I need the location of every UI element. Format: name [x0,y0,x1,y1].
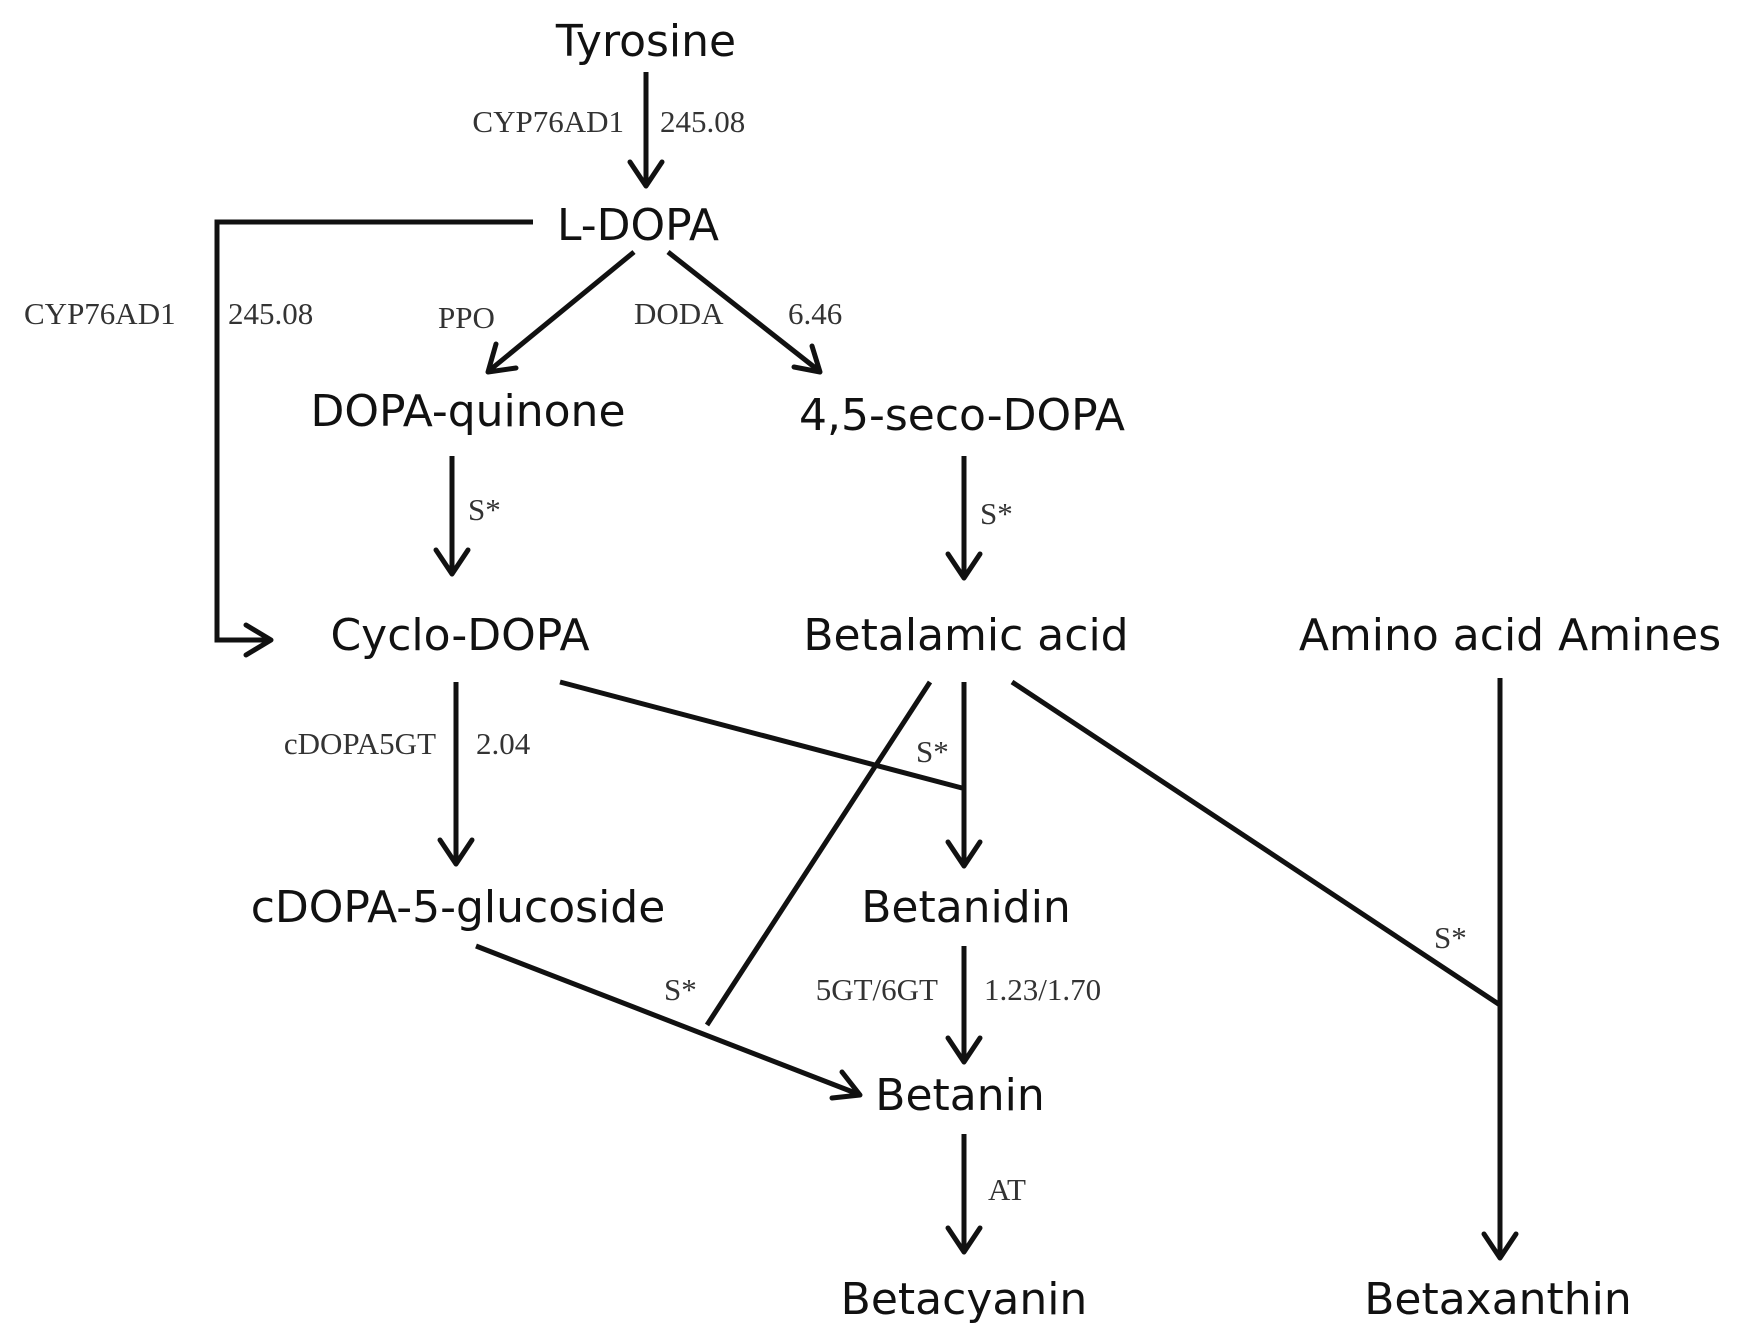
label-gt: 5GT/6GT [816,972,938,1007]
arrowhead-betacyanin [945,1225,983,1255]
arrowhead-betanin-left [829,1069,863,1101]
node-cyclodopa: Cyclo-DOPA [330,610,589,661]
node-secodopa: 4,5-seco-DOPA [799,390,1125,441]
label-at: AT [988,1172,1026,1207]
edge-cdopa5g-betanin [475,943,859,1097]
label-quinone-s: S* [468,492,501,527]
node-betalamic-acid: Betalamic acid [803,610,1128,661]
edge-ldopa-dopaquinone [488,250,636,372]
label-ppo: PPO [438,300,495,335]
label-doda-value: 6.46 [788,296,842,331]
node-betanidin: Betanidin [861,882,1071,933]
node-cdopa-5-glucoside: cDOPA-5-glucoside [251,882,666,933]
node-betacyanin: Betacyanin [841,1274,1088,1325]
edge-betalamic-betanin [704,680,933,1027]
label-betaxanthin-s: S* [1434,920,1467,955]
arrowhead-cdopa5g [437,837,475,867]
label-tyrosine-value: 245.08 [660,104,745,139]
arrowhead-secodopa [791,343,823,375]
label-ldopa-cyclo-enzyme: CYP76AD1 [24,296,176,331]
edge-ldopa-secodopa [666,250,820,372]
label-cdopa5gt: cDOPA5GT [284,726,436,761]
node-ldopa: L-DOPA [557,200,719,251]
node-amino-acid-amines: Amino acid Amines [1299,610,1721,661]
label-gt-value: 1.23/1.70 [984,972,1101,1007]
node-tyrosine: Tyrosine [555,16,736,67]
label-betanidin-s: S* [916,734,949,769]
node-betanin: Betanin [875,1070,1044,1121]
edge-cyclodopa-betanidin [559,679,963,791]
label-seco-s: S* [980,496,1013,531]
arrowhead-ldopa [627,159,665,189]
arrowhead-betaxanthin [1481,1231,1519,1261]
label-tyrosine-enzyme: CYP76AD1 [472,104,624,139]
arrowhead-cyclodopa-left [243,622,274,658]
label-doda: DODA [634,296,724,331]
label-glucoside-s: S* [664,972,697,1007]
label-ldopa-cyclo-value: 245.08 [228,296,313,331]
arrowhead-betanin [945,1035,983,1065]
arrowhead-cyclodopa [433,547,471,577]
node-betaxanthin: Betaxanthin [1364,1274,1632,1325]
label-cdopa5gt-value: 2.04 [476,726,531,761]
edge-betalamic-betaxanthin [1010,679,1502,1008]
node-dopaquinone: DOPA-quinone [310,386,625,437]
edge-ldopa-cyclodopa [214,219,533,643]
arrowhead-betalamic [945,551,983,581]
arrowhead-dopaquinone [485,341,519,375]
arrowhead-betanidin [945,839,983,869]
